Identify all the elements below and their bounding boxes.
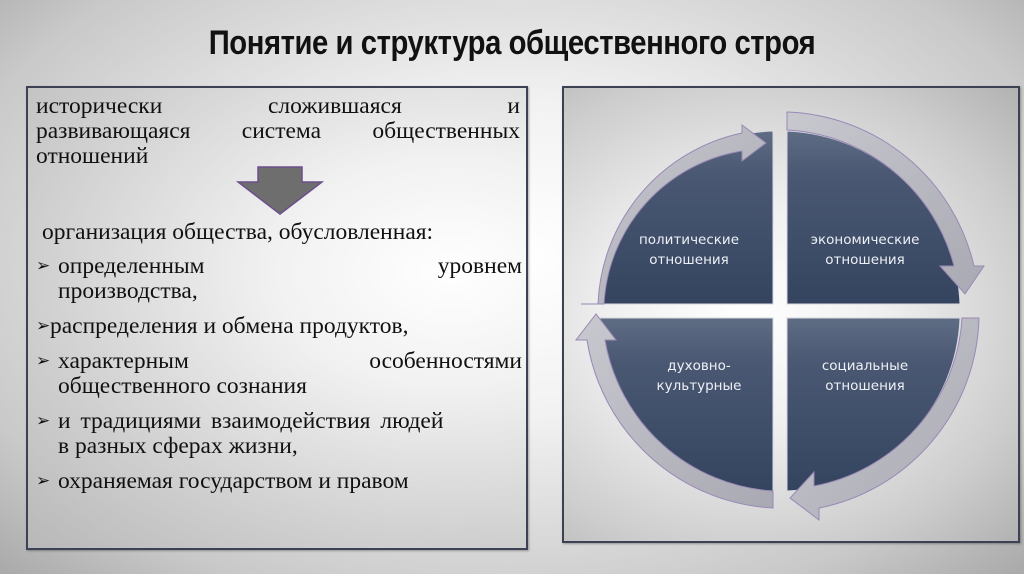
list-item: ➢ характерным особенностями общественног… [36, 349, 522, 399]
list-item: ➢ охраняемая государством и правом [36, 469, 522, 494]
word: уровнем [437, 253, 522, 279]
quadrant-label-spiritual-cultural: духовно- культурные [624, 356, 774, 396]
list-item: ➢ распределения и обмена продуктов, [36, 314, 522, 339]
definition-line-2: развивающаяся система общественных [36, 119, 520, 144]
quadrant-label-economic: экономические отношения [790, 230, 940, 270]
word: система [241, 118, 322, 144]
word: отношений [36, 143, 149, 169]
label-line: социальные [821, 358, 909, 374]
arrow-bullet-icon: ➢ [36, 351, 51, 371]
label-line: политические [638, 232, 740, 248]
list-item: ➢ определенным уровнем производства, [36, 254, 522, 304]
down-arrow-icon [236, 166, 324, 215]
cycle-arrow-top-left-icon [581, 124, 767, 305]
label-line: отношения [825, 252, 905, 268]
cycle-arrow-top-right-icon [786, 111, 985, 295]
arrow-bullet-icon: ➢ [36, 316, 51, 336]
list-line: и традициями взаимодействия людей [58, 408, 444, 434]
list-line: определенным уровнем [36, 254, 522, 279]
label-line: культурные [656, 378, 742, 394]
definition-line-3: отношений [36, 144, 520, 169]
arrow-bullet-icon: ➢ [36, 411, 51, 431]
definition-text: исторически сложившаяся и развивающаяся … [36, 94, 520, 169]
quadrant-label-political: политические отношения [614, 230, 764, 270]
word: характерным [58, 348, 189, 374]
cycle-arrow-bottom-left-icon [574, 313, 774, 509]
organization-text: организация общества, обусловленная: [42, 219, 434, 245]
list-line: характерным особенностями [36, 349, 522, 374]
word: исторически [36, 93, 163, 119]
label-line: экономические [810, 232, 920, 248]
relations-cycle-diagram [574, 111, 985, 522]
quadrant-label-social: социальные отношения [790, 356, 940, 396]
label-line: отношения [649, 252, 729, 268]
label-line: отношения [825, 378, 905, 394]
word: сложившаяся [267, 93, 402, 119]
list-item: ➢ и традициями взаимодействия людей в ра… [36, 409, 522, 459]
word: особенностями [369, 348, 522, 374]
arrow-bullet-icon: ➢ [36, 471, 51, 491]
word: и [507, 93, 520, 119]
list-line: распределения и обмена продуктов, [50, 313, 409, 339]
conditions-list: ➢ определенным уровнем производства, ➢ р… [36, 254, 522, 504]
list-line: охраняемая государством и правом [58, 468, 409, 494]
cycle-arrow-bottom-right-icon [789, 317, 980, 522]
relations-cycle-panel: политические отношения экономические отн… [562, 86, 1020, 543]
definition-panel: исторически сложившаяся и развивающаяся … [26, 86, 528, 550]
definition-line-1: исторически сложившаяся и [36, 94, 520, 119]
label-line: духовно- [667, 358, 731, 374]
arrow-bullet-icon: ➢ [36, 256, 51, 276]
list-line: общественного сознания [58, 373, 307, 399]
list-line: в разных сферах жизни, [58, 433, 298, 459]
word: определенным [58, 253, 205, 279]
word: развивающаяся [36, 118, 191, 144]
page-title: Понятие и структура общественного строя [208, 24, 816, 62]
word: общественных [372, 118, 520, 144]
list-line: производства, [58, 278, 198, 304]
